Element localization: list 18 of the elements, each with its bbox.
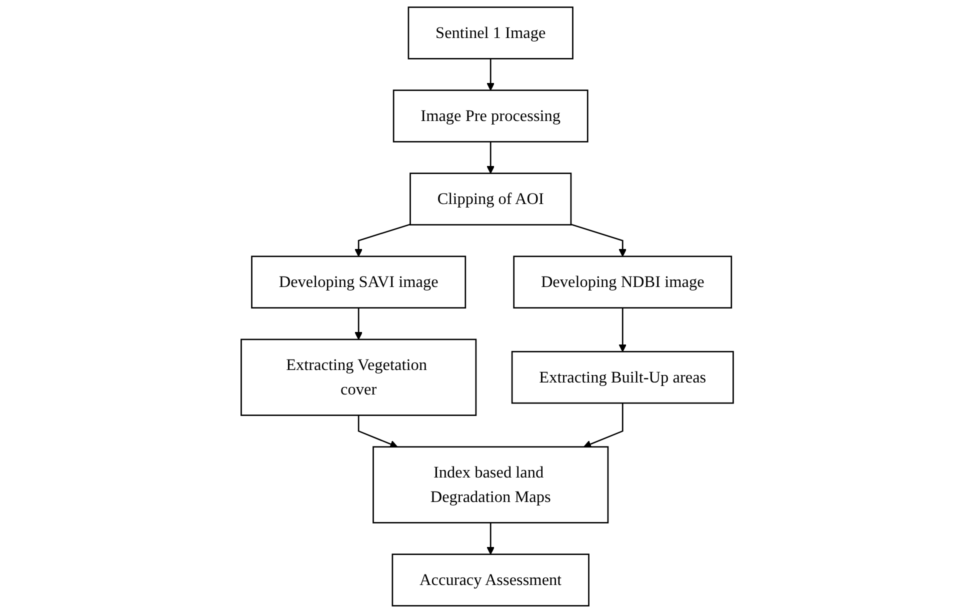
node-box: Developing SAVI image — [250, 256, 466, 309]
node-box: Clipping of AOI — [409, 172, 572, 226]
arrow — [583, 403, 624, 448]
node-box: Extracting Vegetation cover — [240, 338, 476, 416]
arrow — [486, 58, 494, 91]
arrow — [570, 224, 626, 257]
node-box: Image Pre processing — [392, 90, 588, 142]
node-box: Sentinel 1 Image — [408, 6, 574, 60]
node-box: Accuracy Assessment — [392, 554, 590, 606]
arrow — [354, 224, 410, 257]
arrow — [486, 142, 494, 174]
node-box: Developing NDBI image — [512, 256, 732, 309]
arrow — [618, 308, 626, 352]
arrow — [358, 415, 398, 448]
node-box: Extracting Built-Up areas — [511, 350, 734, 404]
node-box: Index based land Degradation Maps — [372, 446, 608, 524]
arrow — [354, 308, 362, 340]
arrow — [486, 522, 494, 555]
